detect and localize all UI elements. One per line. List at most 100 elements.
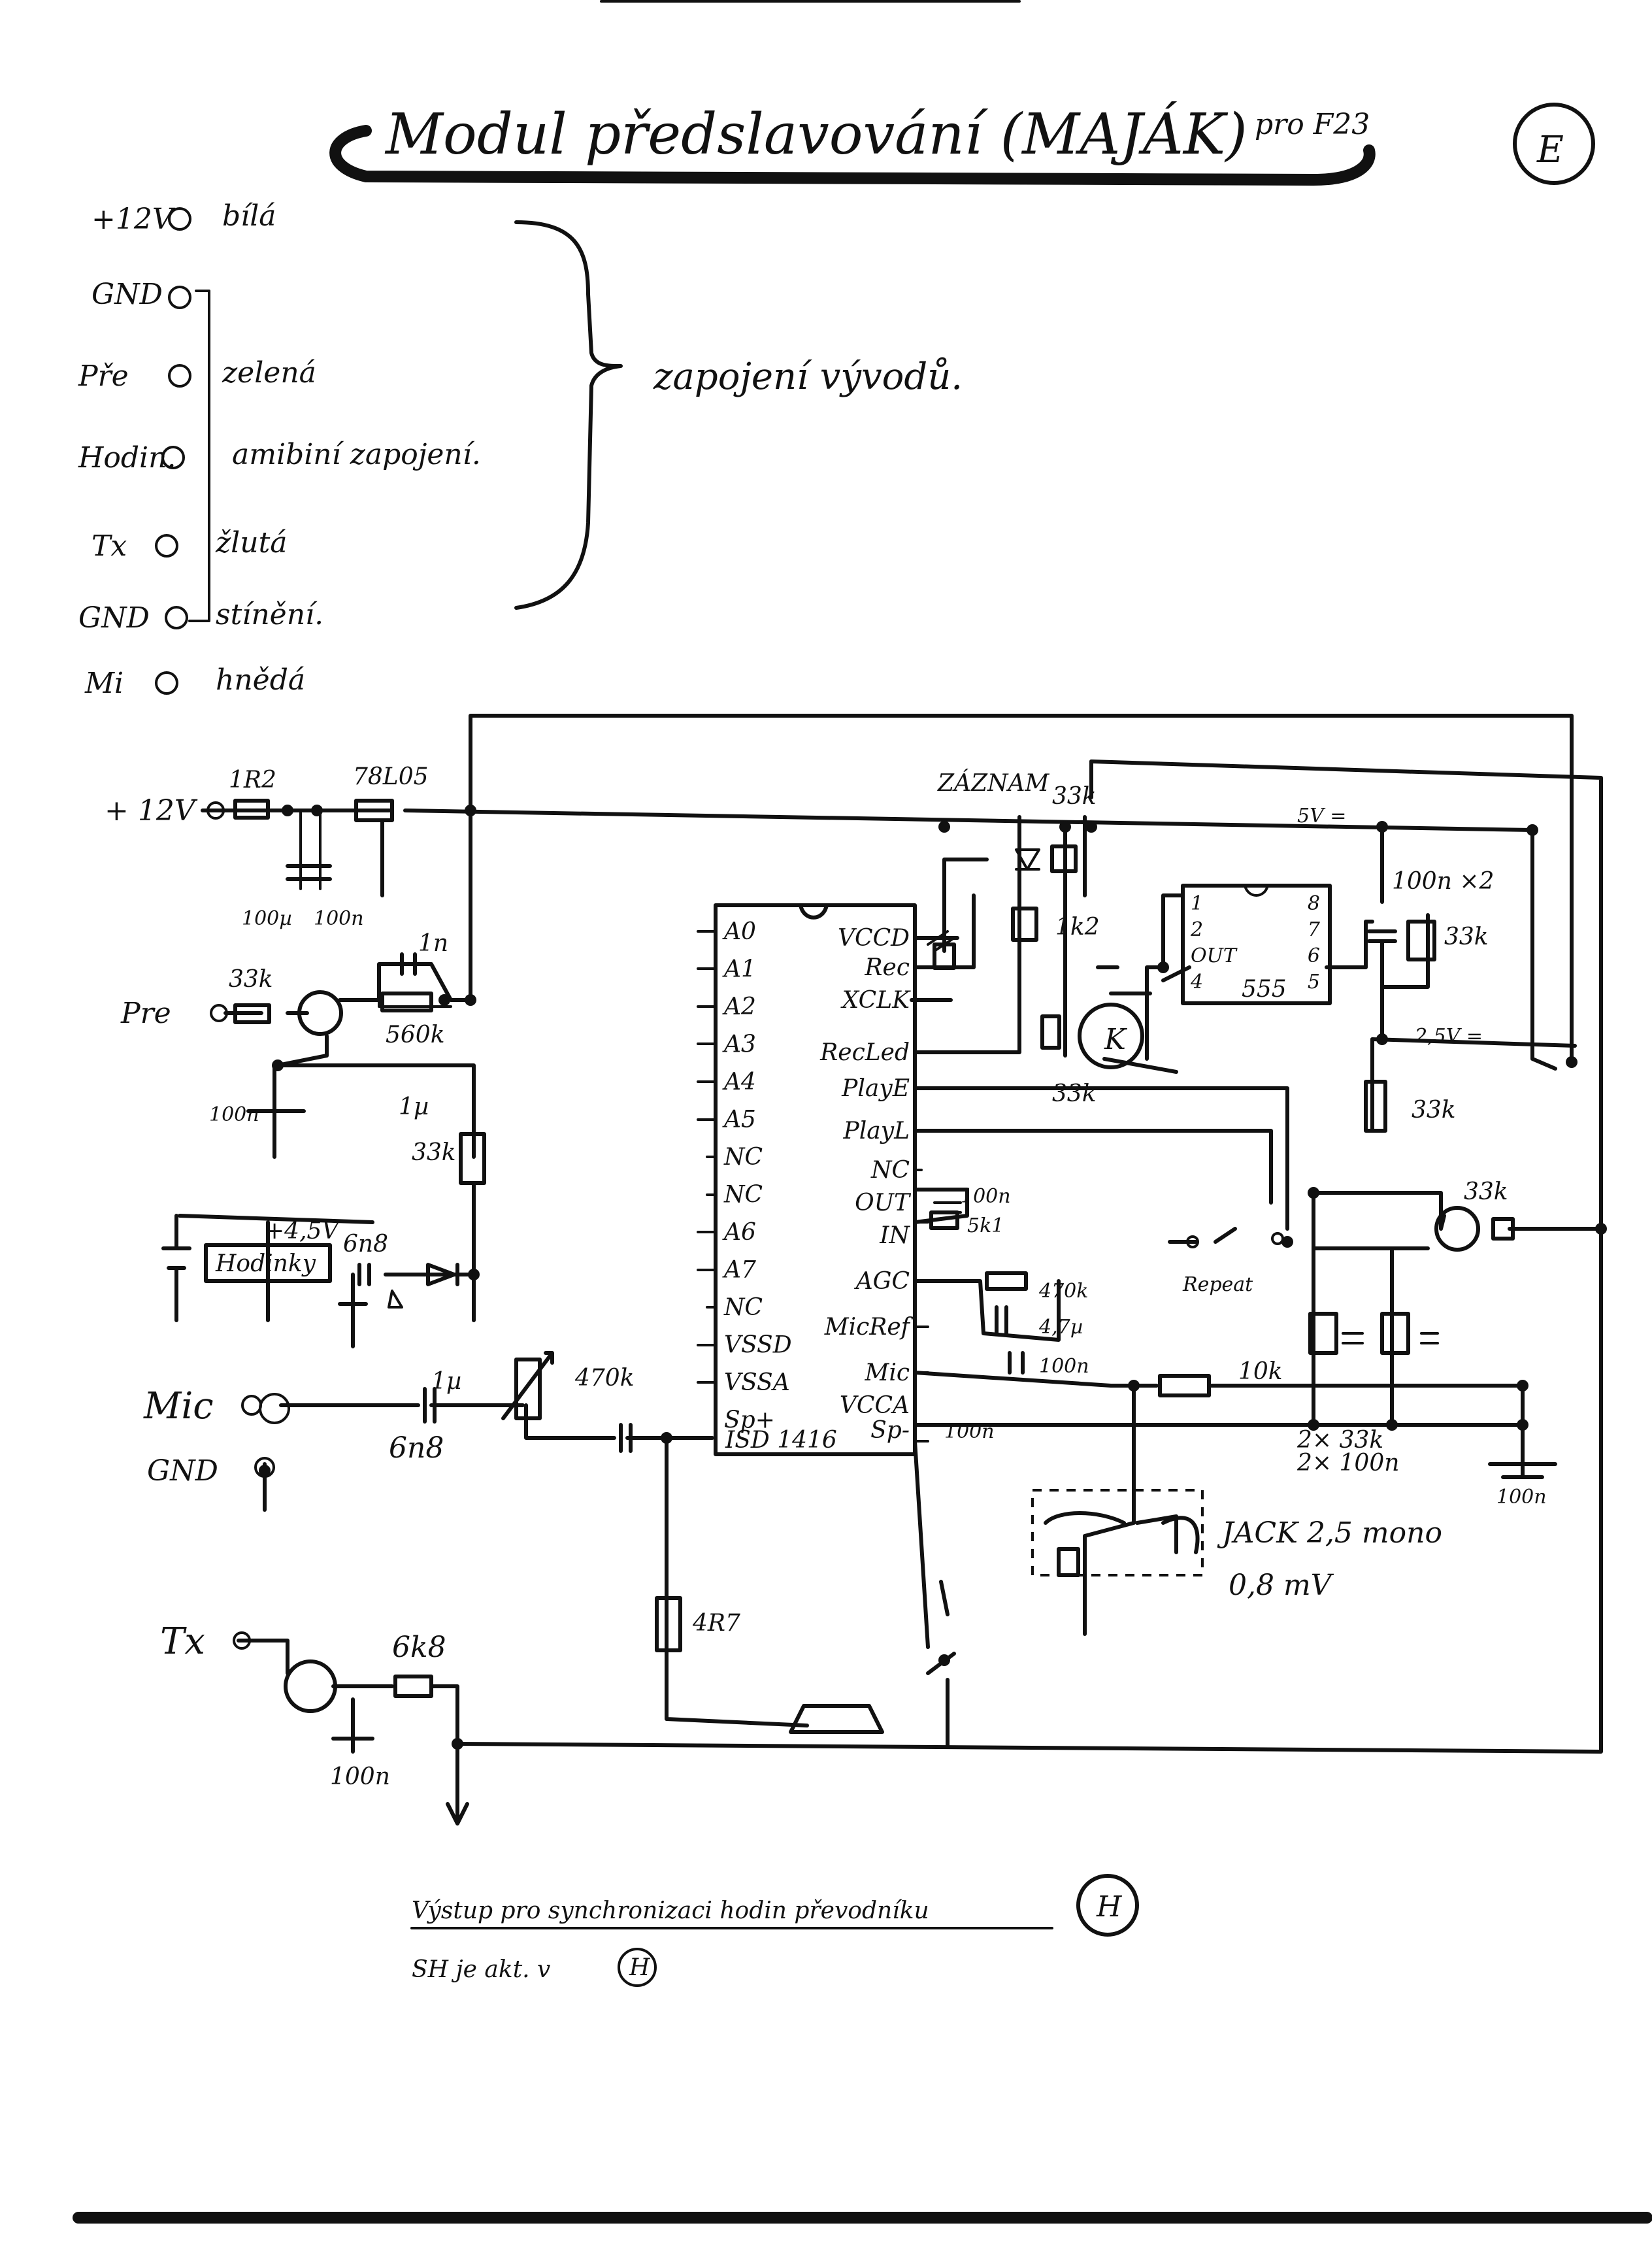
resistor-33k-repeat — [1491, 1217, 1515, 1241]
resistor-4r7 — [655, 1596, 682, 1652]
resistor-1r2 — [233, 799, 270, 820]
page-title: Modul předslavování (MAJÁK) — [384, 101, 1247, 167]
timer-left-pin-label: OUT — [1191, 944, 1238, 967]
transistor-repeat — [1434, 1206, 1480, 1252]
mic-connector — [259, 1393, 290, 1424]
ic-left-pin-label: A4 — [722, 1069, 756, 1095]
label-33k-pre: 33k — [229, 966, 273, 993]
badge-letter: E — [1536, 129, 1564, 171]
label-100n-out: 100n — [961, 1185, 1011, 1208]
pre-pin-circle — [210, 1004, 228, 1022]
ic-left-pin-label: A6 — [722, 1219, 756, 1246]
pin-bracket — [188, 290, 210, 622]
pin-name: +12V — [91, 203, 176, 236]
label-1r2: 1R2 — [229, 767, 276, 793]
resistor-33k-rec — [1050, 844, 1078, 873]
ic-right-pin-label: Mic — [864, 1359, 910, 1386]
label-100n-sp: 100n — [944, 1420, 995, 1443]
timer-left-pin-label: 1 — [1191, 892, 1203, 915]
resistor-33k-pre — [233, 1003, 271, 1024]
speaker — [789, 1704, 884, 1734]
resistor-470k-agc — [985, 1271, 1028, 1291]
switch-repeat-contact — [1186, 1235, 1199, 1248]
label-plus12v: + 12V — [105, 794, 198, 827]
diode-zener — [388, 1290, 403, 1309]
ic-left-pin-label: VSSD — [724, 1332, 792, 1359]
jack-tip — [1057, 1547, 1080, 1577]
curly-brace — [514, 220, 623, 610]
pin-name: Hodin. — [78, 441, 176, 475]
label-10k: 10k — [1238, 1358, 1283, 1385]
timer-right-pin-label: 5 — [1308, 971, 1320, 993]
led-record — [1015, 848, 1040, 871]
ic-left-pin-label: A2 — [722, 993, 756, 1020]
ic-left-pin-label: NC — [723, 1294, 763, 1321]
brace-note: zapojení vývodů. — [653, 356, 963, 398]
label-gnd-mic: GND — [147, 1454, 218, 1488]
ic-left-pin-label: VSSA — [724, 1369, 790, 1396]
ic-pin-ticks — [697, 930, 929, 1443]
title-underline — [329, 125, 1376, 186]
label-6n8-mic: 6n8 — [389, 1431, 444, 1465]
resistor-5k1 — [929, 1210, 959, 1230]
potentiometer-470k — [514, 1358, 542, 1420]
pin-color: zelená — [222, 356, 316, 390]
timer-notch — [1244, 884, 1269, 897]
resistor-560k — [380, 992, 433, 1012]
timer-left-pin-label: 4 — [1190, 971, 1203, 993]
mic-pin-circle — [241, 1395, 262, 1416]
label-4r7: 4R7 — [692, 1610, 740, 1637]
label-100n-vcca: 100n — [1496, 1486, 1547, 1509]
footer-line2: SH je akt. v — [412, 1956, 550, 1983]
ic-right-pin-label: Rec — [864, 954, 910, 981]
switch-repeat-contact — [1271, 1232, 1284, 1245]
timer-name: 555 — [1242, 976, 1287, 1003]
ic-right-pin-label: Sp- — [870, 1417, 910, 1444]
ic-right-pin-label: VCCA — [840, 1392, 910, 1419]
resistor-10k — [1158, 1374, 1211, 1397]
pin-name: Mi — [84, 667, 124, 700]
badge-circle — [1513, 103, 1595, 185]
footer-badge-circle — [1076, 1874, 1139, 1937]
pin-circle — [168, 286, 191, 309]
footer-line1: Výstup pro synchronizaci hodin převodník… — [412, 1897, 929, 1924]
ic-left-pin-label: A7 — [722, 1257, 756, 1284]
supply-pin-circle — [206, 801, 225, 820]
ic-left-pin-label: NC — [723, 1182, 763, 1209]
timer-right-pin-label: 6 — [1308, 944, 1320, 967]
pin-color: žlutá — [215, 526, 288, 559]
switch-rec — [927, 930, 955, 952]
label-4u7: 4,7µ — [1038, 1316, 1083, 1339]
timer-right-pin-label: 8 — [1308, 892, 1320, 915]
resistor-1k2 — [1011, 907, 1038, 942]
footer-badge-letter: H — [1096, 1890, 1123, 1924]
ic-name: ISD 1416 — [725, 1427, 837, 1454]
resistor-33k-low — [1364, 1080, 1387, 1133]
label-100n-x2: 100n ×2 — [1392, 868, 1494, 895]
label-33k-base: 33k — [1052, 1080, 1097, 1107]
ic-left-pin-label: Sp+ — [724, 1407, 775, 1434]
page-subtitle: pro F23 — [1255, 108, 1370, 141]
label-battery: +4,5V — [265, 1218, 341, 1244]
pin-color: bílá — [222, 199, 276, 233]
label-2v5: 2,5V = — [1414, 1025, 1483, 1048]
diode-clock — [426, 1263, 459, 1286]
capacitor-1n — [400, 952, 417, 976]
footer-badge2-circle — [618, 1948, 657, 1987]
connector-list: +12V GND Pře Hodin. Tx GND Mi bílá zelen… — [78, 199, 963, 700]
ic-right-pin-label: IN — [879, 1222, 910, 1249]
regulator-78l05 — [354, 799, 394, 822]
label-jack: JACK 2,5 mono — [1217, 1516, 1442, 1550]
label-100n-tx: 100n — [330, 1763, 390, 1790]
tx-pin-circle — [233, 1631, 251, 1650]
ic-right-pin-label: NC — [870, 1157, 910, 1184]
components — [161, 799, 1515, 1734]
label-1k2: 1k2 — [1055, 914, 1100, 941]
resistor-33k-a — [1308, 1312, 1338, 1355]
label-6k8: 6k8 — [392, 1631, 446, 1664]
label-33k-rec: 33k — [1052, 783, 1097, 810]
timer-right-pin-label: 7 — [1308, 918, 1321, 941]
label-560k: 560k — [386, 1022, 445, 1048]
